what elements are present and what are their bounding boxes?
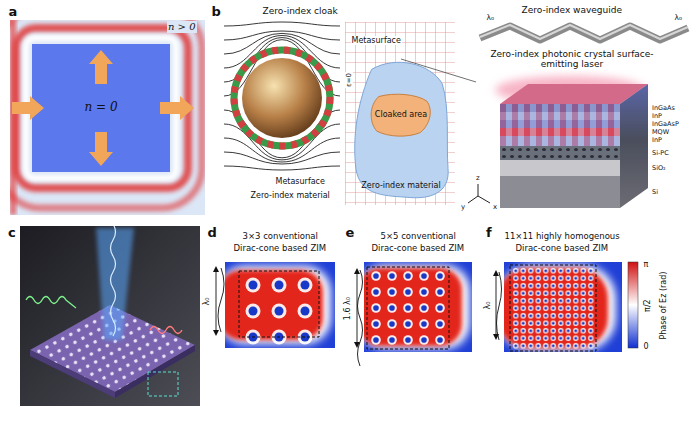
node-text: n = 0 (84, 101, 117, 115)
panel-letter: c (8, 226, 16, 241)
panel-title: Zero-index waveguide (522, 5, 623, 15)
field-ground (10, 20, 205, 215)
layer-label: InP (652, 137, 662, 144)
node-text: Cloaked area (375, 110, 427, 119)
panel-title: Zero-index cloak (263, 6, 338, 16)
wavefront (10, 20, 202, 208)
panel-title: Dirac-cone based ZIM (234, 244, 327, 254)
wavelength-marker (213, 266, 224, 336)
panel-title: Zero-index photonic crystal surface-emit… (482, 49, 662, 70)
field-map (504, 262, 622, 352)
zero-index-region: Zero-index material Cloaked area (352, 58, 450, 200)
wave-field (10, 20, 205, 215)
axis-label: z (476, 174, 480, 182)
index-label: n > 0 (167, 21, 197, 33)
layer-label: Si-PC (652, 150, 669, 157)
cloaked-sphere (242, 58, 322, 138)
wave-grid (345, 22, 455, 205)
layer-label: MQW (652, 129, 669, 136)
wavelength-marker (493, 270, 502, 340)
region-shape (371, 94, 430, 136)
layer-label: InGaAs (652, 105, 675, 112)
part-label: Metasurface (351, 36, 402, 45)
layer-label: SiO₂ (652, 165, 666, 172)
colorbar-tick: π (644, 260, 649, 269)
axis-label: x (493, 203, 497, 211)
panel-letter: e (346, 226, 355, 241)
layer-label: InP (652, 113, 662, 120)
node-text: Zero-index material (361, 181, 440, 190)
panel-title: 3×3 conventional (243, 232, 318, 242)
zero-index-block: n = 0 (32, 44, 170, 172)
wavelength-label: λ₀ (487, 14, 494, 23)
axes (468, 184, 490, 203)
zero-index-fill (32, 44, 170, 172)
wavelength-label: λ₀ (202, 297, 211, 305)
colorbar-title: Phase of Ez (rad) (659, 271, 668, 339)
axis-label: y (461, 203, 465, 211)
metasurface-ring (234, 50, 330, 146)
panel-title: 5×5 conventional (381, 232, 456, 242)
wavelength-marker (354, 268, 363, 366)
panel-title: 11×11 highly homogenous (505, 232, 620, 242)
panel-title: Dirac-cone based ZIM (516, 244, 609, 254)
waveguide (480, 26, 688, 40)
zero-index-shell (234, 50, 330, 146)
flow-arrows (12, 50, 194, 166)
layer-label: InGaAsP (652, 121, 679, 128)
wavefront (26, 38, 176, 178)
layer-label: Si (652, 189, 658, 196)
symbol-label: ε=0 (345, 72, 353, 88)
panel-letter: f (486, 226, 492, 241)
panel-letter: d (208, 226, 217, 241)
part-label: Metasurface (275, 177, 326, 186)
wavelength-label: λ₀ (675, 14, 682, 23)
waveguide-edge (480, 25, 688, 39)
field-map (225, 262, 335, 348)
colorbar-tick: π/2 (642, 299, 651, 312)
ray-lines (224, 22, 340, 170)
wavelength-label: 1.6 λ₀ (343, 296, 352, 319)
part-label: Zero-index material (250, 191, 331, 200)
field-map (364, 262, 472, 352)
panel-letter: b (212, 5, 221, 20)
panel-letter: a (9, 5, 18, 20)
region-shape (355, 62, 448, 197)
laser-layers (500, 104, 620, 208)
color-bar (628, 262, 638, 348)
wavelength-label: λ₀ (483, 301, 492, 309)
cloaked-area: Cloaked area (369, 92, 433, 138)
laser-side (620, 84, 648, 208)
render-scene (20, 226, 200, 406)
panel-title: Dirac-cone based ZIM (372, 244, 465, 254)
colorbar-tick: 0 (644, 342, 649, 351)
